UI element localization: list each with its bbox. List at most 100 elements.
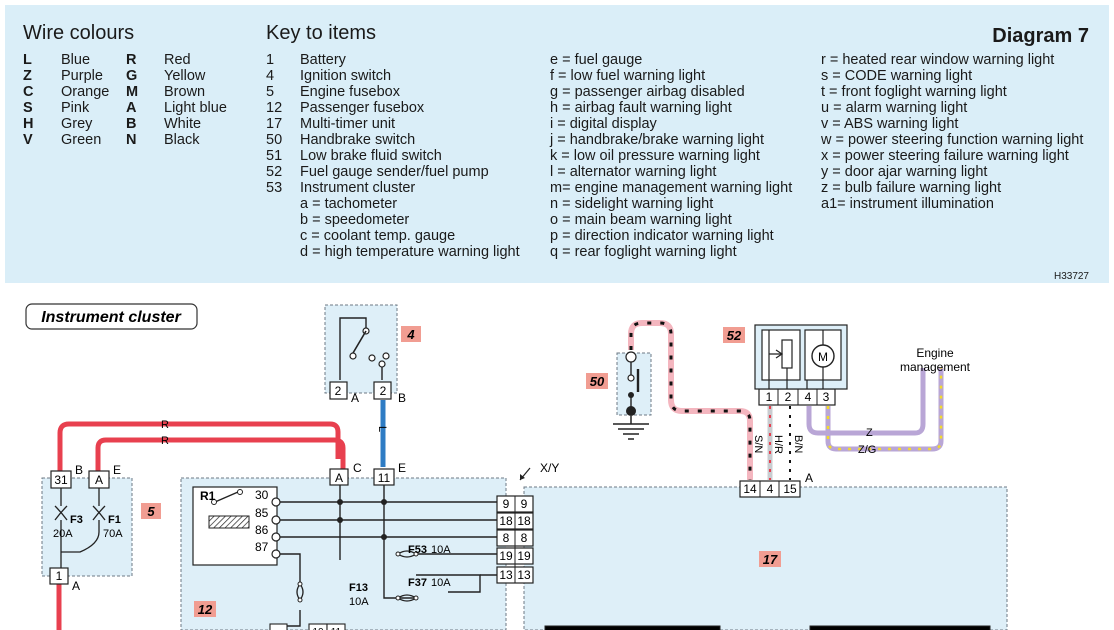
relay-labels: R1 30 85 86 87 (200, 488, 269, 554)
pin-8: 8 (503, 531, 510, 545)
fuse-f37-rating: 10A (431, 577, 451, 589)
wire-code: H (23, 116, 34, 132)
key-number: 51 (266, 148, 283, 164)
cluster-sub-item: a = tachometer (300, 196, 398, 212)
connector-b: B (398, 391, 406, 405)
pin-18: 18 (517, 514, 531, 528)
relay-pin-87: 87 (255, 540, 269, 554)
pin-13: 13 (517, 568, 531, 582)
fuel-sender-unit (754, 324, 848, 390)
pin-a: A (335, 471, 343, 485)
passenger-fuse-labels: F53 10A F37 10A F13 10A (349, 544, 451, 608)
wire-code-bn: B/N (792, 435, 804, 453)
wire-name: Red (164, 52, 191, 68)
engine-fuses (54, 488, 106, 568)
wire-name: Green (61, 132, 102, 148)
pin-10: 10 (312, 627, 324, 630)
wire-code-r: R (161, 435, 169, 447)
legend-entry: r = heated rear window warning light (821, 52, 1055, 68)
pin-11: 11 (331, 627, 342, 630)
wire-code: A (126, 100, 137, 116)
key-number: 12 (266, 100, 283, 116)
pin-8: 8 (521, 531, 528, 545)
wire-name: Brown (164, 84, 206, 100)
pin-2: 2 (785, 390, 792, 404)
connector-e: E (398, 461, 406, 475)
pin-11: 11 (378, 471, 391, 485)
ignition-switch-symbol (339, 317, 390, 380)
fuse-f37: F37 (408, 577, 427, 589)
legend-entry: y = door ajar warning light (821, 164, 988, 180)
fuse-ends (297, 551, 419, 603)
pin-15: 15 (783, 482, 797, 496)
key-label: Instrument cluster (300, 180, 416, 196)
pin-4: 4 (805, 390, 812, 404)
item-label-box (401, 326, 421, 342)
wire-code: B (126, 116, 137, 132)
legend-entry: n = sidelight warning light (550, 196, 714, 212)
legend-entry: q = rear foglight warning light (550, 244, 737, 260)
pin-9: 9 (521, 497, 528, 511)
legend-entry: u = alarm warning light (821, 100, 968, 116)
relay-pin-86: 86 (255, 523, 269, 537)
fuse-f1: F1 (108, 514, 121, 526)
legend-entry: z = bulb failure warning light (821, 180, 1002, 196)
item-label-ignition: 4 (406, 327, 415, 342)
ignition-switch-box (324, 304, 398, 394)
wire-name: Pink (61, 100, 90, 116)
fuse-f53-rating: 10A (431, 544, 451, 556)
engine-management-line1: Engine (916, 346, 954, 360)
item-label-box (586, 373, 608, 389)
purple-yellow-wire (825, 368, 944, 452)
pin-31: 31 (54, 473, 68, 487)
legend-entry: m= engine management warning light (550, 180, 793, 196)
legend-entry: k = low oil pressure warning light (550, 148, 760, 164)
connector-a: A (351, 391, 359, 405)
key-number: 17 (266, 116, 283, 132)
wire-code-z: Z (866, 427, 873, 439)
wire-name: White (164, 116, 202, 132)
cluster-sub-item: d = high temperature warning light (300, 244, 520, 260)
connector-a: A (72, 579, 80, 593)
cluster-sub-item: b = speedometer (300, 212, 410, 228)
cluster-sub-item: c = coolant temp. gauge (300, 228, 456, 244)
engine-fuse-labels: F3 20A F1 70A (53, 514, 123, 540)
wire-code: M (126, 84, 139, 100)
legend-entry: p = direction indicator warning light (550, 228, 774, 244)
pin-2: 2 (335, 384, 342, 398)
wire-code-r: R (161, 419, 169, 431)
connector-b: B (75, 463, 83, 477)
key-number: 52 (266, 164, 283, 180)
fuse-f3-rating: 20A (53, 528, 73, 540)
pin-19: 19 (499, 549, 513, 563)
legend-entry: x = power steering failure warning light (821, 148, 1069, 164)
wire-colours-title: Wire colours (23, 22, 135, 44)
wire-code-l: L (376, 426, 388, 432)
key-number: 4 (266, 68, 275, 84)
bottom-pin-boxes (269, 623, 346, 630)
multi-timer-pins (544, 625, 991, 630)
wire-code: Z (23, 68, 32, 84)
wire-name: Blue (61, 52, 91, 68)
section-label-box (25, 303, 198, 330)
diagram-title: Diagram 7 (992, 25, 1089, 47)
handbrake-switch (613, 351, 652, 440)
wire-code: N (126, 132, 137, 148)
key-label: Passenger fusebox (300, 100, 425, 116)
relay-pin-85: 85 (255, 506, 269, 520)
wire-name: Purple (61, 68, 103, 84)
legend-entry: e = fuel gauge (550, 52, 643, 68)
legend-entry: i = digital display (550, 116, 657, 132)
fuse-f3: F3 (70, 514, 83, 526)
wire-name: Grey (61, 116, 93, 132)
wire-name: Light blue (164, 100, 227, 116)
connector-a: A (805, 471, 813, 485)
engine-management-line2: management (900, 360, 971, 374)
fuse-f13: F13 (349, 582, 368, 594)
wire-code: S (23, 100, 33, 116)
legend-entry: w = power steering function warning ligh… (821, 132, 1084, 148)
wire-name: Black (164, 132, 200, 148)
item-label-multi-timer: 17 (763, 552, 778, 567)
key-label: Multi-timer unit (300, 116, 396, 132)
